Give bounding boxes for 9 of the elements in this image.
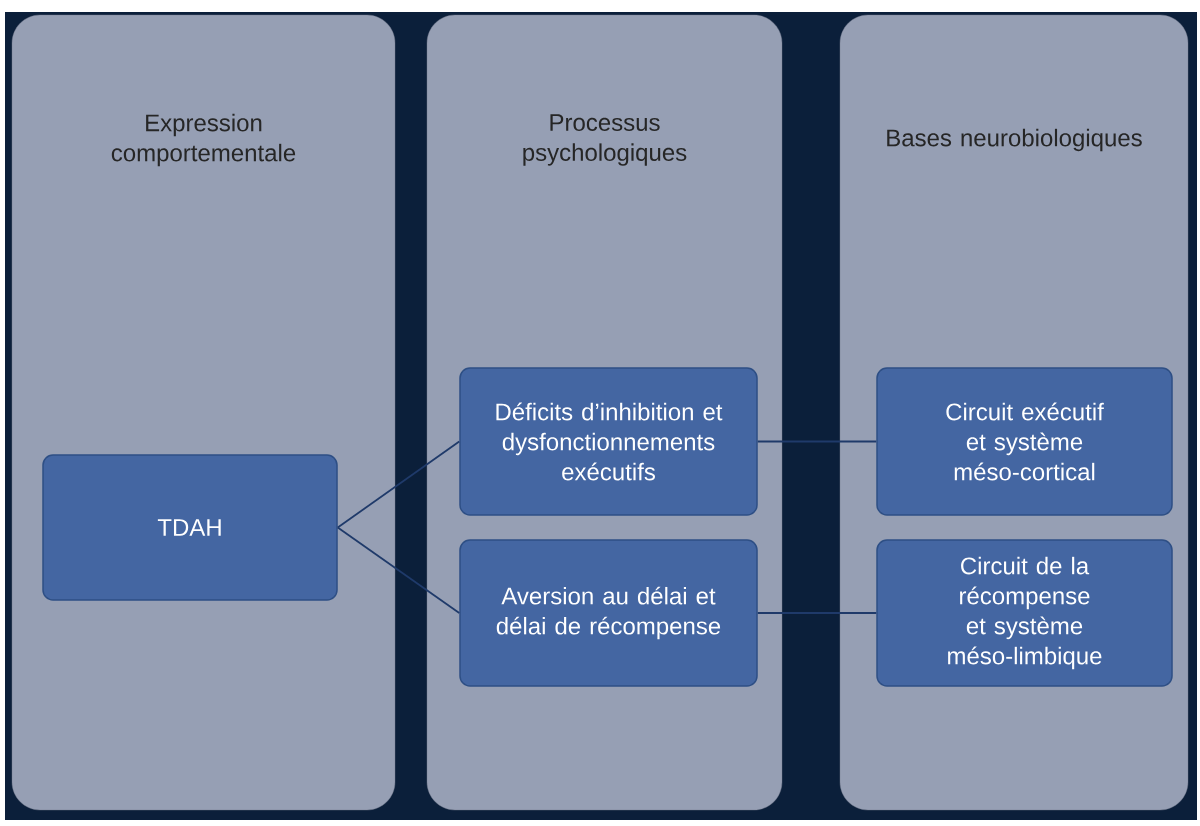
- connector-line: [756, 440, 878, 443]
- process-box: TDAH: [42, 454, 338, 601]
- connector-line: [756, 612, 878, 614]
- connector-line: [336, 440, 461, 529]
- process-box: Circuit de la récompense et système méso-limbique: [876, 539, 1173, 687]
- process-box: Déficits d’inhibition et dysfonctionnements exécutifs: [459, 367, 758, 516]
- process-box: Aversion au délai et délai de récompense: [459, 539, 758, 687]
- process-box: Circuit exécutif et système méso-cortical: [876, 367, 1173, 516]
- connector-line: [336, 526, 461, 614]
